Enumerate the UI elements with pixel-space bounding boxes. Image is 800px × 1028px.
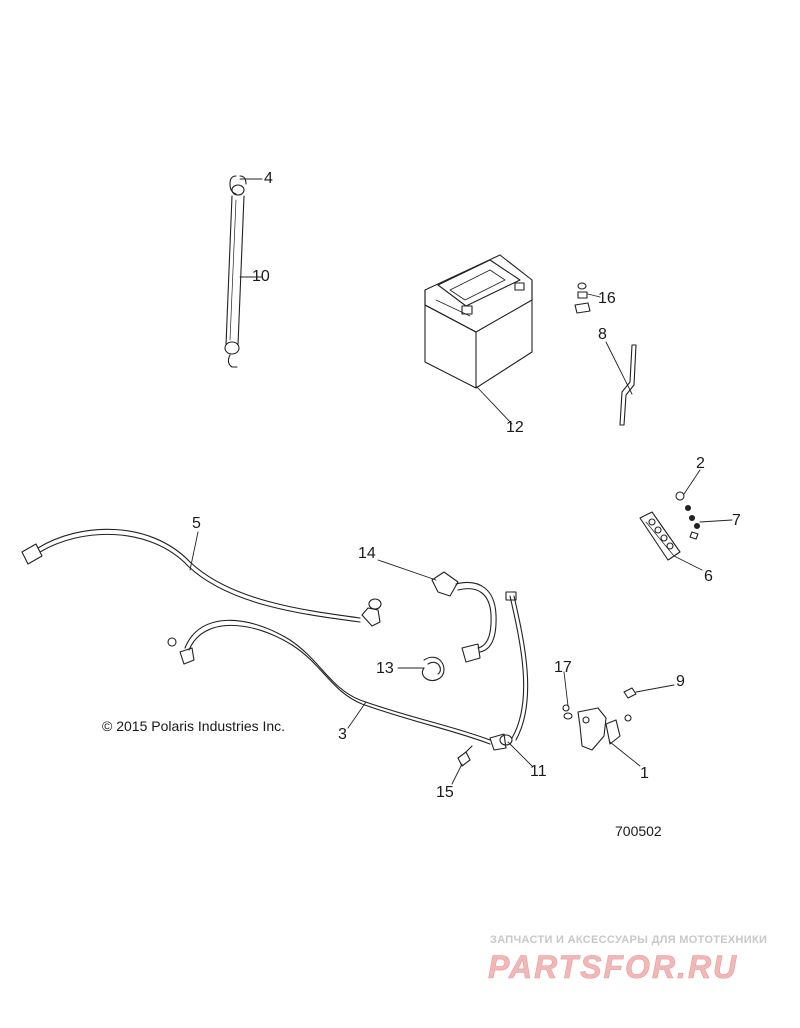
clamp	[422, 656, 445, 682]
callout-17: 17	[554, 659, 572, 676]
terminal-bolts	[574, 282, 591, 314]
battery	[424, 254, 533, 389]
callout-12: 12	[506, 419, 524, 436]
callout-5: 5	[192, 515, 201, 532]
callout-10: 10	[252, 268, 270, 285]
callout-14: 14	[358, 545, 376, 562]
copyright-notice: © 2015 Polaris Industries Inc.	[102, 718, 286, 734]
callout-11: 11	[530, 763, 547, 780]
cable-3	[167, 619, 507, 751]
wire-harness-5	[21, 528, 382, 627]
cable-11	[499, 591, 529, 746]
watermark-tagline: ЗАПЧАСТИ И АКСЕССУАРЫ ДЛЯ МОТОТЕХНИКИ	[490, 934, 768, 946]
hold-down-strap	[224, 175, 247, 368]
callout-2: 2	[696, 455, 705, 472]
cable-14	[431, 571, 497, 663]
diagram-number: 700502	[615, 823, 662, 839]
fitting	[457, 745, 473, 767]
callout-13: 13	[376, 660, 394, 677]
svg-text:PARTSFOR.RU: PARTSFOR.RU	[488, 949, 738, 984]
callout-6: 6	[704, 568, 713, 585]
callout-15: 15	[436, 784, 454, 801]
solenoid	[562, 687, 637, 751]
terminal-block	[639, 491, 701, 561]
callout-1: 1	[640, 765, 649, 782]
callout-3: 3	[338, 726, 347, 743]
callout-9: 9	[676, 673, 685, 690]
watermark-logo: PARTSFOR.RU	[488, 949, 738, 984]
leader-lines	[189, 178, 733, 785]
callout-8: 8	[598, 326, 607, 343]
callout-7: 7	[732, 512, 741, 529]
callout-16: 16	[598, 290, 616, 307]
callout-4: 4	[264, 170, 273, 187]
